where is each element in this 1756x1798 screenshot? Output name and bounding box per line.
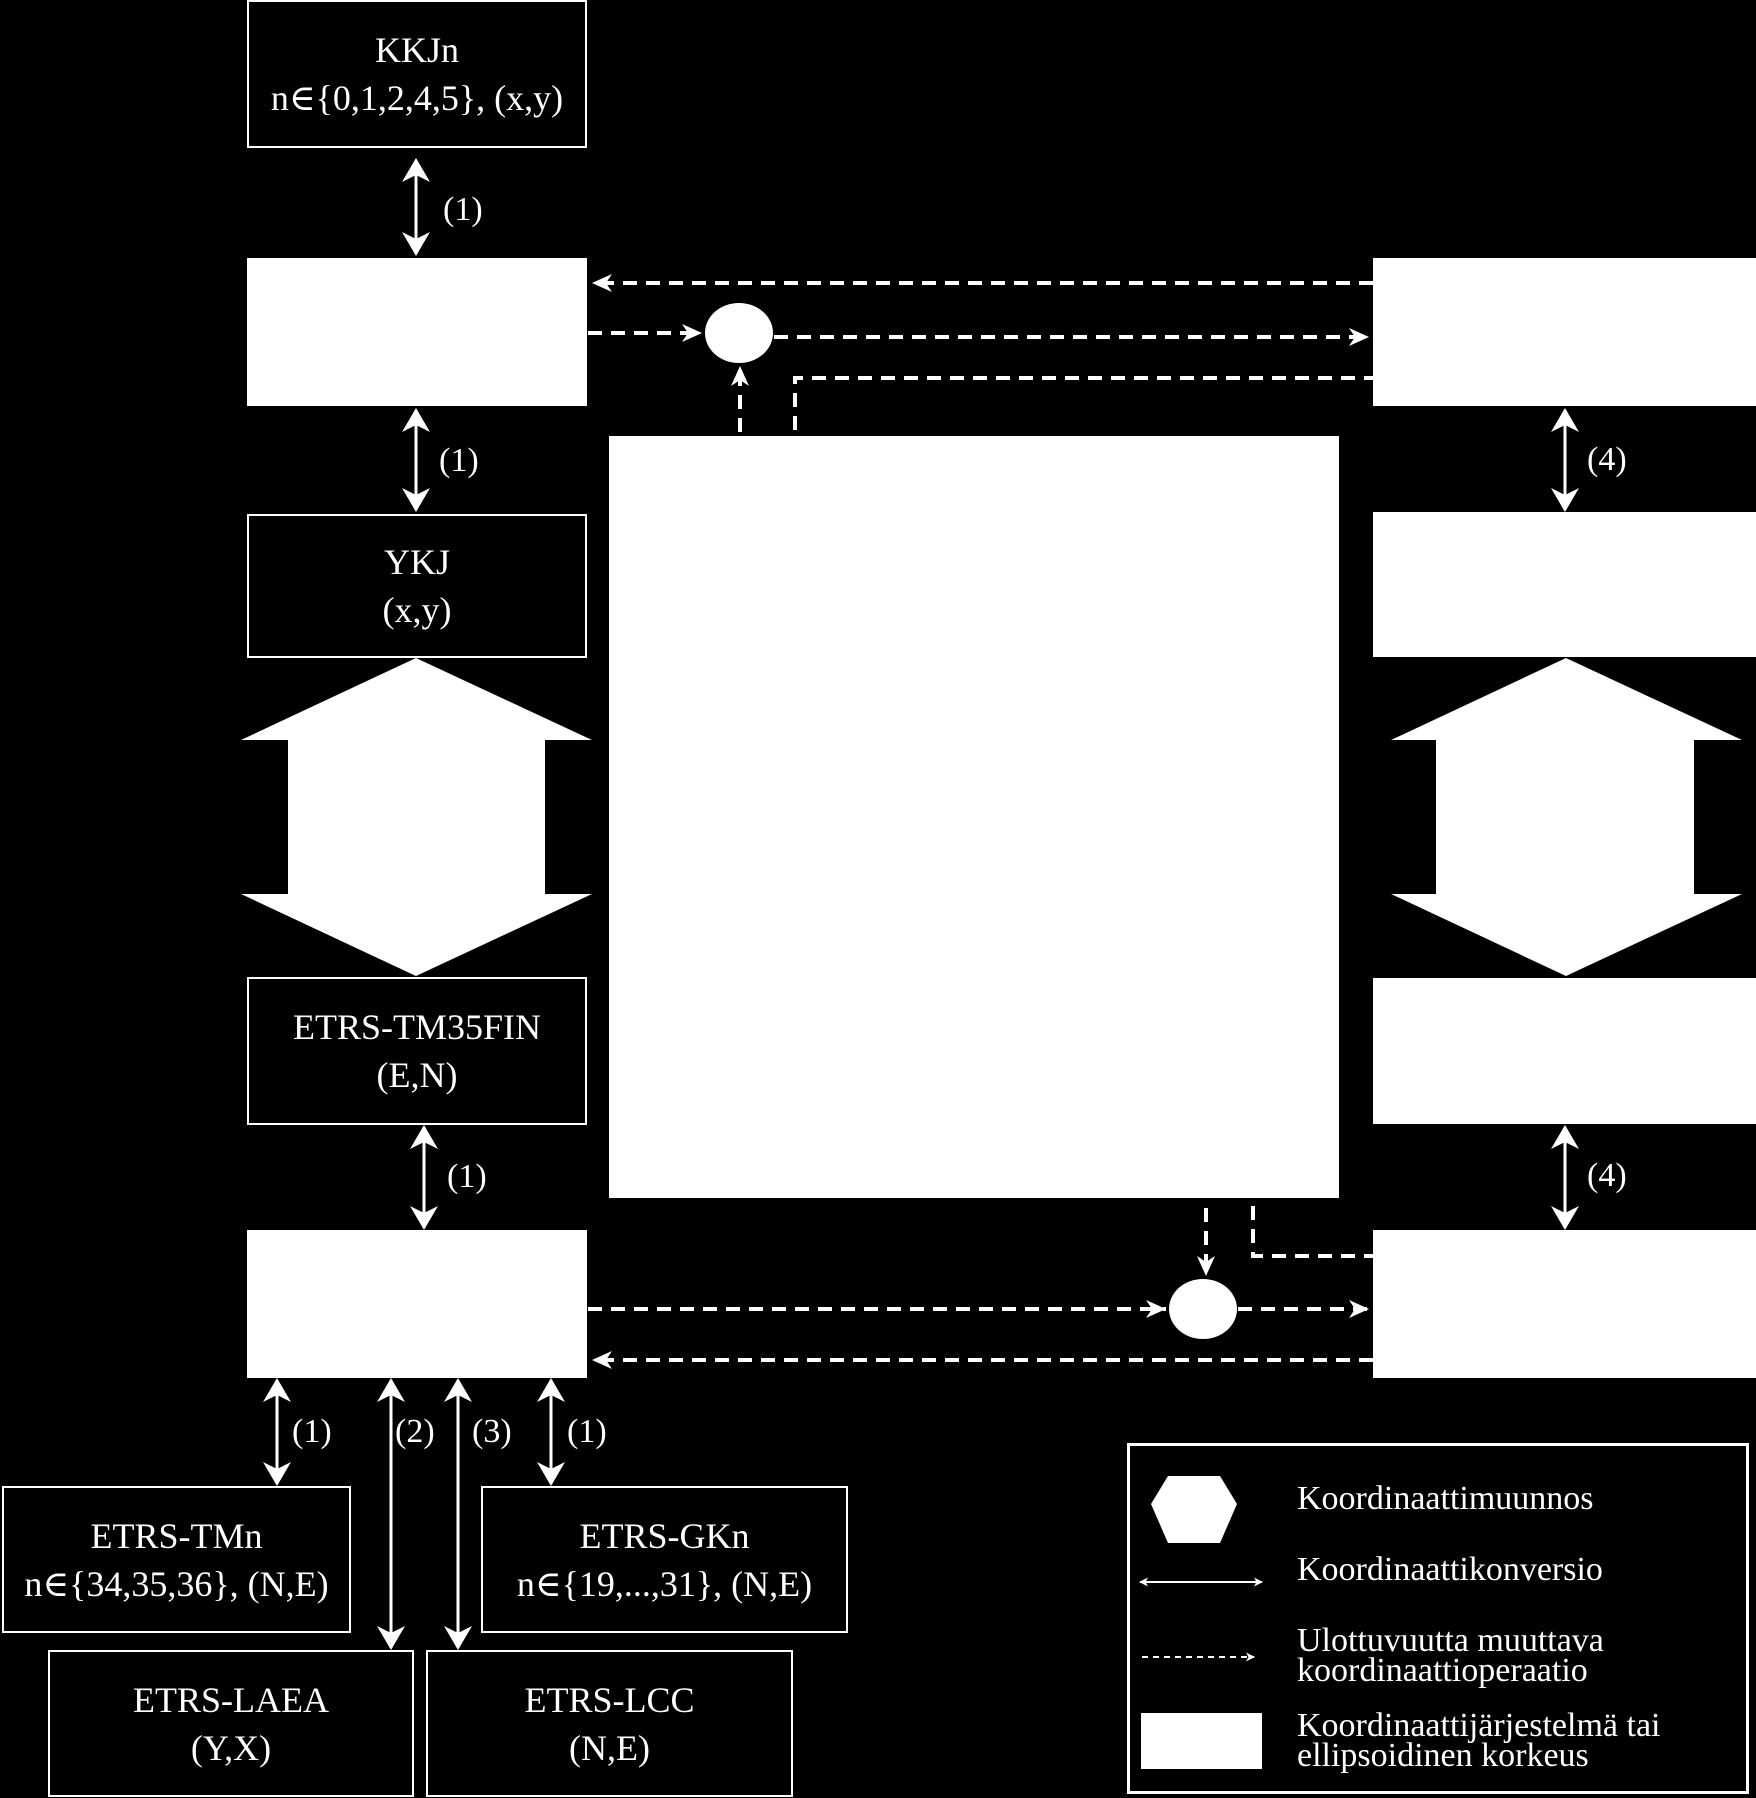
operation-node-bottom <box>1169 1279 1237 1339</box>
box-ykj: YKJ (x,y) <box>247 514 587 658</box>
transformation-arrow-left <box>241 658 592 976</box>
box-etrs-laea-title: ETRS-LAEA <box>133 1679 329 1720</box>
transformation-arrow-right <box>1391 658 1742 976</box>
box-etrs-gkn-title: ETRS-GKn <box>579 1515 750 1556</box>
box-etrs-gkn: ETRS-GKn n∈{19,...,31}, (N,E) <box>481 1486 848 1633</box>
dash-top-connector <box>793 376 1373 430</box>
box-right-third <box>1373 978 1756 1124</box>
box-etrs-tm35fin: ETRS-TM35FIN (E,N) <box>247 977 587 1125</box>
label-gkn-link: (1) <box>567 1413 607 1450</box>
label-right-upper-link: (4) <box>1587 441 1627 478</box>
box-right-top <box>1373 258 1756 406</box>
box-etrs-laea-subtitle: (Y,X) <box>190 1727 272 1768</box>
box-ykj-subtitle: (x,y) <box>382 590 452 630</box>
label-kkj-ykj-link: (1) <box>439 442 479 479</box>
box-etrs-tmn-title: ETRS-TMn <box>90 1515 263 1556</box>
box-etrs-lcc-title: ETRS-LCC <box>524 1679 695 1720</box>
legend-system-label-1: Koordinaattijärjestelmä tai <box>1297 1707 1661 1744</box>
box-right-second <box>1373 512 1756 657</box>
dash-bottom-connector <box>1251 1206 1373 1258</box>
box-etrs-tm35fin-title: ETRS-TM35FIN <box>292 1007 541 1047</box>
box-etrs89-geographic <box>247 1230 587 1378</box>
box-center-panel <box>609 436 1339 1198</box>
label-tm35fin-link: (1) <box>447 1158 487 1195</box>
box-kkjn-title: KKJn <box>374 30 459 70</box>
legend-system-icon <box>1141 1713 1262 1769</box>
label-tmn-link: (1) <box>292 1413 332 1450</box>
box-etrs-lcc: ETRS-LCC (N,E) <box>426 1650 793 1797</box>
label-right-lower-link: (4) <box>1587 1157 1627 1194</box>
box-kkjn-subtitle: n∈{0,1,2,4,5}, (x,y) <box>270 78 564 118</box>
label-kkjn-link: (1) <box>443 191 483 228</box>
box-kkjn: KKJn n∈{0,1,2,4,5}, (x,y) <box>247 0 587 148</box>
box-right-bottom <box>1373 1230 1756 1378</box>
legend-conversion-label: Koordinaattikonversio <box>1297 1551 1603 1588</box>
label-lcc-link: (3) <box>472 1413 512 1450</box>
legend <box>1127 1443 1749 1794</box>
legend-system-label-2: ellipsoidinen korkeus <box>1297 1737 1589 1774</box>
label-laea-link: (2) <box>395 1413 435 1450</box>
box-etrs-tmn-subtitle: n∈{34,35,36}, (N,E) <box>24 1563 329 1604</box>
box-etrs-gkn-subtitle: n∈{19,...,31}, (N,E) <box>516 1563 813 1604</box>
legend-dimension-label-2: koordinaattioperaatio <box>1297 1652 1588 1689</box>
legend-transformation-icon <box>1151 1476 1237 1543</box>
box-etrs-laea: ETRS-LAEA (Y,X) <box>48 1650 414 1797</box>
operation-node-top <box>705 303 773 363</box>
box-etrs-tmn: ETRS-TMn n∈{34,35,36}, (N,E) <box>2 1486 351 1633</box>
legend-transformation-label: Koordinaattimuunnos <box>1297 1480 1594 1517</box>
box-kkj-geographic <box>247 258 587 406</box>
box-etrs-lcc-subtitle: (N,E) <box>569 1727 650 1768</box>
box-ykj-title: YKJ <box>383 542 450 582</box>
legend-dimension-label-1: Ulottuvuutta muuttava <box>1297 1622 1604 1659</box>
box-etrs-tm35fin-subtitle: (E,N) <box>376 1055 458 1095</box>
